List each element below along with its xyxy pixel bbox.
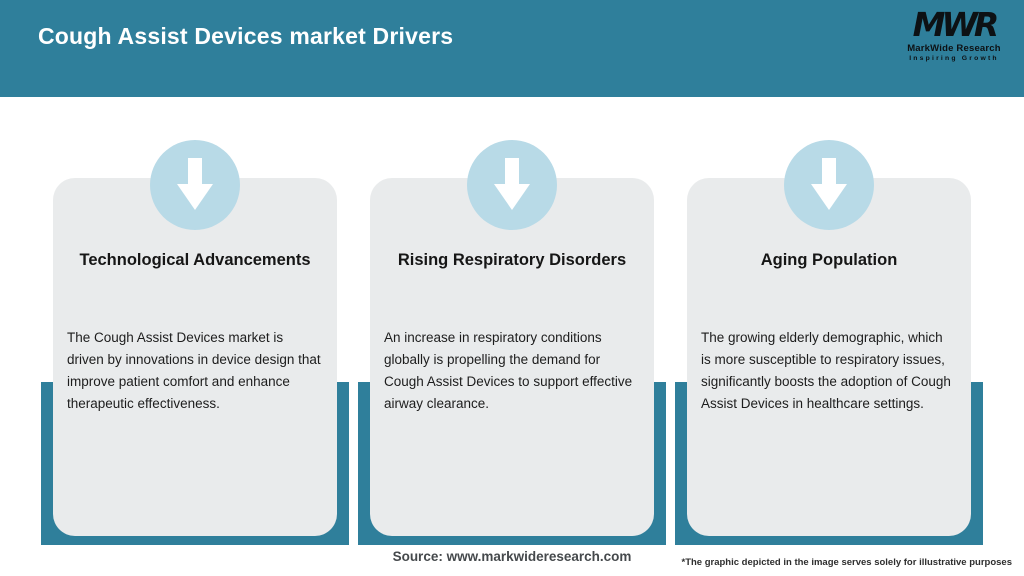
card-title: Rising Respiratory Disorders (397, 251, 627, 269)
card-title: Technological Advancements (79, 251, 311, 269)
down-arrow-badge (150, 140, 240, 230)
card-body: An increase in respiratory conditions gl… (384, 330, 633, 411)
mwr-logo: MWR MarkWide Research Inspiring Growth (898, 5, 1010, 63)
page-title: Cough Assist Devices market Drivers (38, 23, 454, 49)
down-arrow-badge (784, 140, 874, 230)
driver-card-aging-population (687, 178, 971, 536)
mwr-logo-tagline: Inspiring Growth (909, 55, 999, 62)
mwr-logo-name: MarkWide Research (907, 43, 1001, 54)
driver-card-technological-advancements (53, 178, 337, 536)
down-arrow-badge (467, 140, 557, 230)
down-arrow-icon (494, 158, 530, 210)
down-arrow-icon (811, 158, 847, 210)
source-link[interactable]: Source: www.markwideresearch.com (392, 549, 632, 564)
card-body: The Cough Assist Devices market is drive… (67, 330, 321, 411)
header-bar: Cough Assist Devices market Drivers MWR … (0, 0, 1024, 97)
card-body: The growing elderly demographic, which i… (701, 330, 951, 411)
driver-card-rising-respiratory-disorders (370, 178, 654, 536)
mwr-logo-acronym: MWR (912, 5, 1000, 44)
card-title: Aging Population (760, 251, 898, 269)
disclaimer-note: *The graphic depicted in the image serve… (681, 557, 1013, 568)
down-arrow-icon (177, 158, 213, 210)
